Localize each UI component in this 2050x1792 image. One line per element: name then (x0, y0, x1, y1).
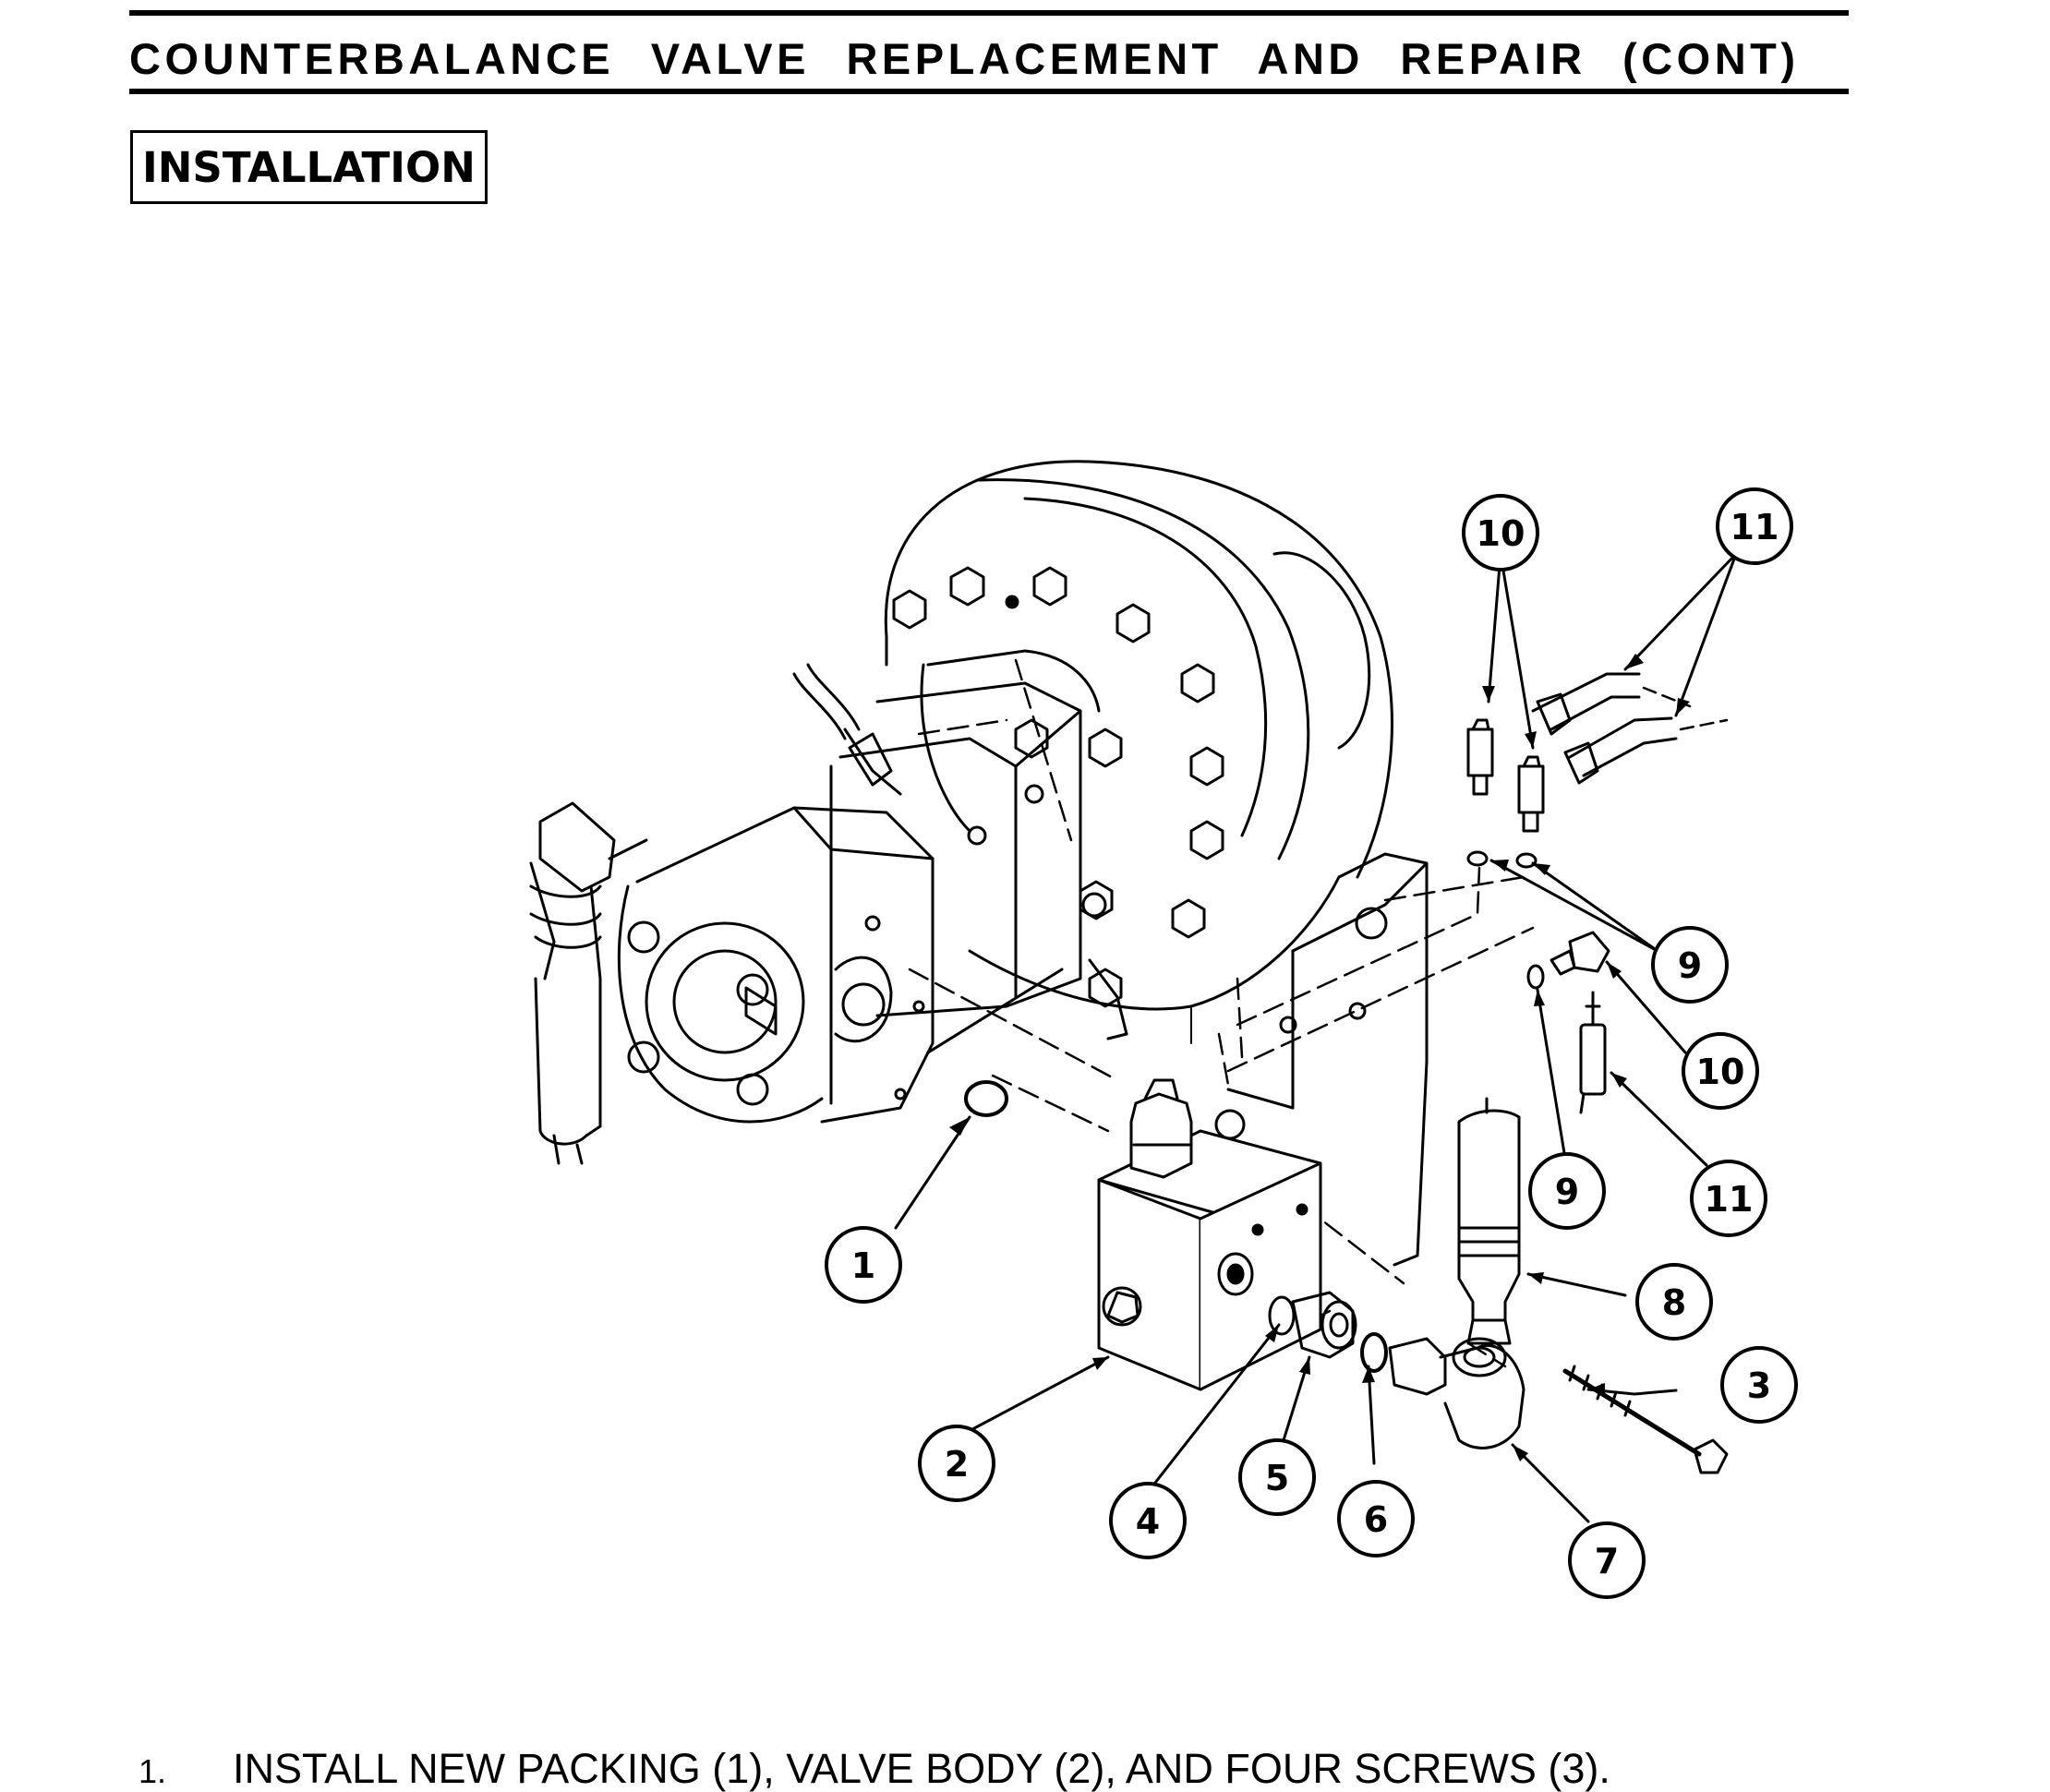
adapter-item-5 (1291, 1291, 1357, 1359)
fitting-item-10-upper-left (1466, 718, 1494, 796)
page-title: COUNTERBALANCE VALVE REPLACEMENT AND REP… (129, 34, 1800, 83)
fitting-item-10-upper-right (1517, 755, 1545, 833)
svg-text:6: 6 (1364, 1499, 1388, 1540)
leader-lines (894, 552, 1738, 1523)
motor-case-drain-hose (792, 663, 902, 796)
title-rule-bottom (129, 89, 1849, 94)
callout-6: 6 (1337, 1480, 1415, 1557)
svg-text:4: 4 (1136, 1501, 1160, 1542)
callout-9-lower: 9 (1528, 1152, 1606, 1230)
svg-text:8: 8 (1662, 1282, 1686, 1323)
hydraulic-motor (829, 649, 1128, 1040)
screw-item-3 (1562, 1365, 1729, 1474)
svg-text:2: 2 (945, 1444, 969, 1485)
hydraulic-pump (617, 806, 1064, 1124)
mounting-bracket (1226, 852, 1429, 1267)
svg-text:5: 5 (1265, 1458, 1289, 1498)
callout-5: 5 (1238, 1438, 1316, 1516)
step-text: INSTALL NEW PACKING (1), VALVE BODY (2),… (233, 1745, 1610, 1792)
instruction-step-1: 1. INSTALL NEW PACKING (1), VALVE BODY (2… (139, 1748, 1610, 1792)
packing-item-9-lower (1526, 964, 1545, 990)
packing-item-1 (964, 1080, 1008, 1117)
callout-9-upper: 9 (1651, 926, 1729, 1004)
flange-bolts (892, 566, 1224, 1008)
pump-inlet-hose (529, 801, 648, 1165)
callout-11-lower: 11 (1690, 1160, 1767, 1237)
fitting-item-10-lower (1550, 931, 1610, 976)
valve-body (1097, 1078, 1322, 1391)
svg-text:3: 3 (1747, 1365, 1771, 1406)
callout-10-upper: 10 (1462, 494, 1539, 571)
callout-11-upper: 11 (1716, 487, 1793, 565)
callout-3: 3 (1720, 1346, 1798, 1424)
elbow-item-7 (1388, 1337, 1525, 1449)
section-heading: INSTALLATION (130, 130, 488, 204)
packing-item-9-upper (1466, 850, 1538, 869)
callout-7: 7 (1568, 1521, 1646, 1599)
callout-4: 4 (1109, 1482, 1187, 1559)
hose-item-11-lower (1579, 991, 1607, 1114)
svg-text:10: 10 (1696, 1052, 1745, 1092)
svg-text:9: 9 (1678, 945, 1702, 986)
callout-8: 8 (1635, 1263, 1713, 1341)
title-rule-top (129, 10, 1849, 16)
winch-drum-housing (884, 460, 1393, 1044)
packing-item-6 (1360, 1332, 1388, 1373)
svg-text:9: 9 (1555, 1172, 1579, 1212)
svg-text:7: 7 (1595, 1541, 1619, 1582)
hose-item-11-upper (1531, 672, 1729, 785)
svg-text:11: 11 (1730, 507, 1779, 547)
callout-10-lower: 10 (1682, 1032, 1759, 1110)
valve-cartridge-item-8 (1457, 1097, 1521, 1345)
callout-1: 1 (825, 1226, 902, 1304)
svg-text:1: 1 (851, 1245, 875, 1286)
callout-2: 2 (918, 1425, 995, 1502)
callouts: 1 2 3 4 5 6 7 8 (825, 487, 1798, 1599)
step-number: 1. (139, 1752, 167, 1790)
svg-text:10: 10 (1477, 513, 1525, 554)
svg-text:11: 11 (1705, 1179, 1754, 1220)
leader-arrowheads (949, 654, 1690, 1461)
packing-item-4 (1268, 1295, 1296, 1336)
